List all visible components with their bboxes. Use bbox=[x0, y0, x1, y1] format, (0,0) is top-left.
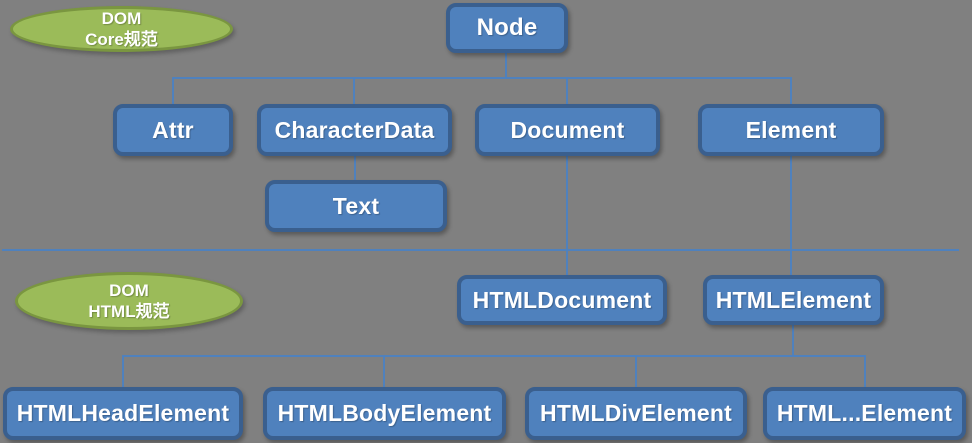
connector-drop-htmldivelement bbox=[635, 355, 637, 387]
htmldivelement-box: HTMLDivElement bbox=[525, 387, 747, 440]
connector-htmldocument-stem bbox=[566, 156, 568, 275]
attr-box: Attr bbox=[113, 104, 233, 156]
section-divider-line bbox=[2, 249, 959, 251]
dom-core-spec-line2: Core规范 bbox=[85, 30, 158, 49]
characterdata-box: CharacterData bbox=[257, 104, 452, 156]
attr-label: Attr bbox=[152, 116, 194, 143]
text-box: Text bbox=[265, 180, 447, 232]
htmldocument-label: HTMLDocument bbox=[472, 286, 652, 313]
connector-drop-htmlotherelement bbox=[864, 355, 866, 387]
htmlheadelement-label: HTMLHeadElement bbox=[16, 400, 230, 426]
dom-html-spec-line1: DOM bbox=[109, 280, 149, 300]
node-label: Node bbox=[476, 14, 538, 41]
dom-html-spec-line2: HTML规范 bbox=[88, 302, 170, 321]
connector-row2-bus bbox=[172, 77, 792, 79]
htmldocument-box: HTMLDocument bbox=[457, 275, 667, 325]
connector-htmlelement-down-stem bbox=[792, 325, 794, 356]
text-label: Text bbox=[332, 192, 380, 219]
document-label: Document bbox=[510, 116, 625, 143]
connector-node-stem bbox=[505, 53, 507, 78]
element-box: Element bbox=[698, 104, 884, 156]
dom-core-spec-badge: DOM Core规范 bbox=[10, 6, 233, 52]
htmlbodyelement-label: HTMLBodyElement bbox=[277, 400, 492, 426]
connector-htmlelement-stem bbox=[790, 156, 792, 275]
document-box: Document bbox=[475, 104, 660, 156]
dom-core-spec-line1: DOM bbox=[101, 8, 142, 28]
htmlotherelement-label: HTML...Element bbox=[776, 400, 953, 426]
connector-drop-element bbox=[790, 77, 792, 104]
htmlbodyelement-box: HTMLBodyElement bbox=[263, 387, 506, 440]
connector-drop-htmlheadelement bbox=[122, 355, 124, 387]
htmlelement-label: HTMLElement bbox=[715, 286, 872, 313]
element-label: Element bbox=[745, 116, 837, 143]
connector-drop-characterdata bbox=[353, 77, 355, 104]
htmlotherelement-box: HTML...Element bbox=[763, 387, 966, 440]
connector-drop-attr bbox=[172, 77, 174, 104]
connector-drop-htmlbodyelement bbox=[383, 355, 385, 387]
htmlelement-box: HTMLElement bbox=[703, 275, 884, 325]
htmlheadelement-box: HTMLHeadElement bbox=[3, 387, 243, 440]
node-box: Node bbox=[446, 3, 568, 53]
htmldivelement-label: HTMLDivElement bbox=[540, 400, 732, 426]
dom-html-spec-badge: DOM HTML规范 bbox=[15, 272, 243, 330]
connector-text-stem bbox=[354, 156, 356, 180]
characterdata-label: CharacterData bbox=[274, 116, 435, 143]
connector-drop-document bbox=[566, 77, 568, 104]
connector-bottom-bus bbox=[122, 355, 866, 357]
